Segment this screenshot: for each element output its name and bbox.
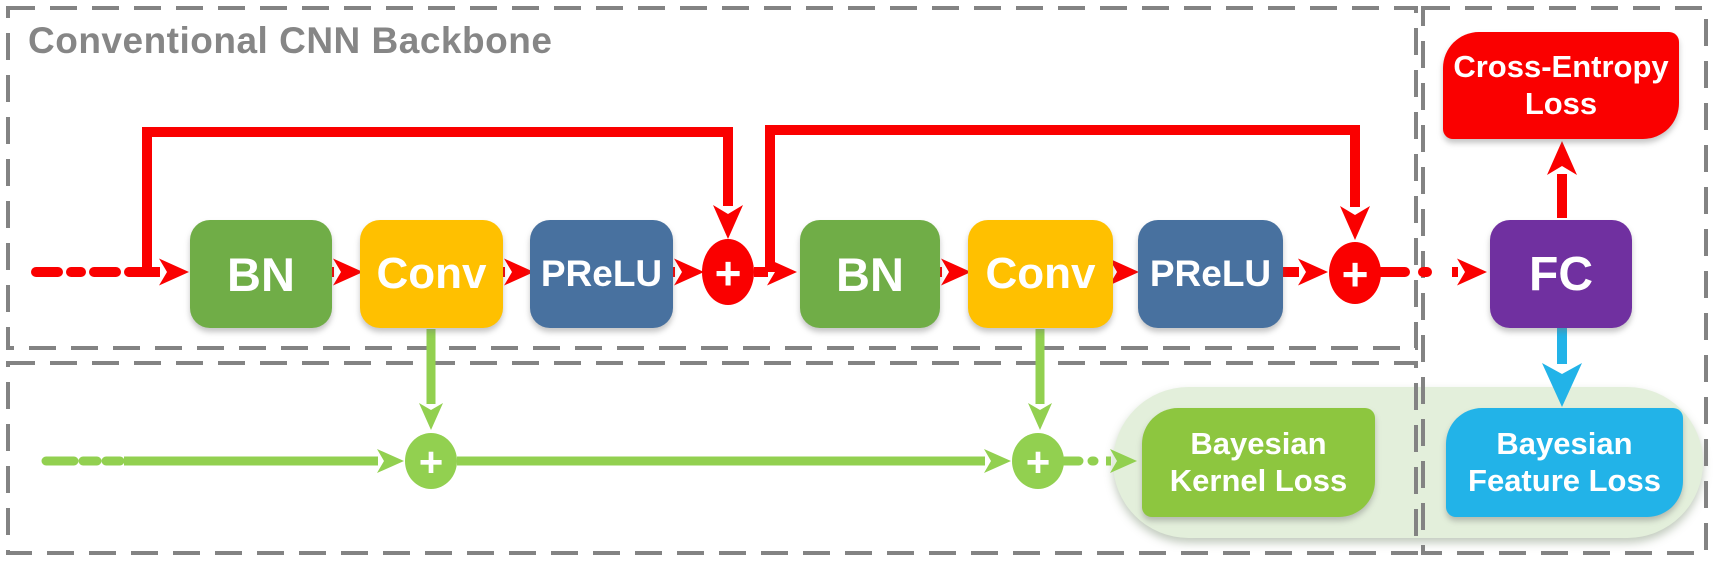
fc-block: FC (1490, 220, 1632, 328)
kernel-add-1-label: + (419, 439, 444, 486)
bayesian-kernel-loss-box: Bayesian Kernel Loss (1142, 408, 1375, 517)
residual-add-node-2: + (1329, 242, 1381, 304)
cross-entropy-loss-line2: Loss (1524, 85, 1598, 121)
loss-head-panel-border (1421, 6, 1708, 555)
prelu-block-1: PReLU (530, 220, 673, 328)
skip-connection-1 (142, 127, 743, 272)
prelu-block-2: PReLU (1138, 220, 1283, 328)
bayesian-kernel-loss-line1: Bayesian (1190, 425, 1327, 461)
residual-add-1-label: + (715, 247, 742, 299)
bn-block-2: BN (800, 220, 940, 328)
bn-block-1: BN (190, 220, 332, 328)
kernel-add-node-1: + (405, 433, 457, 489)
cross-entropy-loss-box: Cross-Entropy Loss (1443, 32, 1679, 139)
residual-add-node-1: + (702, 239, 754, 305)
residual-add-2-label: + (1342, 248, 1369, 300)
bayesian-feature-loss-line1: Bayesian (1496, 425, 1633, 461)
skip-connection-2 (765, 125, 1370, 272)
bayesian-kernel-loss-line2: Kernel Loss (1169, 462, 1348, 498)
cross-entropy-loss-line1: Cross-Entropy (1453, 48, 1669, 84)
backbone-panel-border (6, 6, 1418, 350)
bayesian-feature-loss-line2: Feature Loss (1468, 462, 1661, 498)
conv-block-1: Conv (360, 220, 503, 328)
kernel-add-node-2: + (1012, 433, 1064, 489)
backbone-panel-title: Conventional CNN Backbone (28, 20, 553, 61)
kernel-add-2-label: + (1026, 439, 1051, 486)
conv-block-2: Conv (968, 220, 1113, 328)
bayesian-feature-loss-box: Bayesian Feature Loss (1446, 408, 1683, 517)
